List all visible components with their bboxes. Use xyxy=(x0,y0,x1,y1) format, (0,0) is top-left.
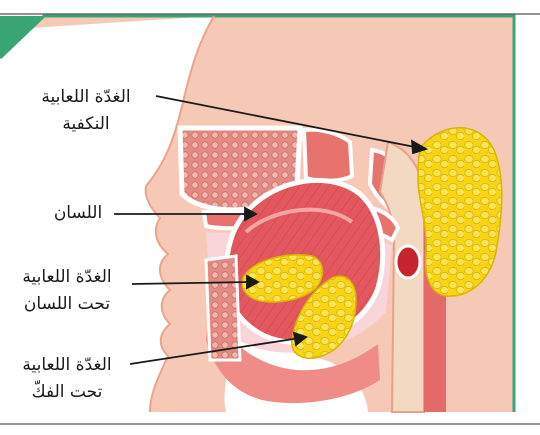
label-tongue-text: اللسان xyxy=(40,200,116,227)
label-submandibular-gland: الغدّة اللعابية تحت الفكّ xyxy=(0,352,134,406)
label-sublingual-gland: الغدّة اللعابية تحت اللسان xyxy=(0,264,134,318)
label-sublingual-line1: الغدّة اللعابية xyxy=(0,264,134,291)
label-tongue: اللسان xyxy=(40,200,116,227)
nasal-turbinate-upper xyxy=(304,130,352,181)
jaw-bone xyxy=(206,256,240,360)
label-parotid-line2: النكفية xyxy=(12,111,160,138)
epiglottis xyxy=(396,246,420,278)
label-submandibular-line2: تحت الفكّ xyxy=(0,379,134,406)
label-parotid-gland: الغدّة اللعابية النكفية xyxy=(12,84,160,138)
parotid-gland xyxy=(418,128,502,296)
label-sublingual-line2: تحت اللسان xyxy=(0,291,134,318)
label-parotid-line1: الغدّة اللعابية xyxy=(12,84,160,111)
label-submandibular-line1: الغدّة اللعابية xyxy=(0,352,134,379)
